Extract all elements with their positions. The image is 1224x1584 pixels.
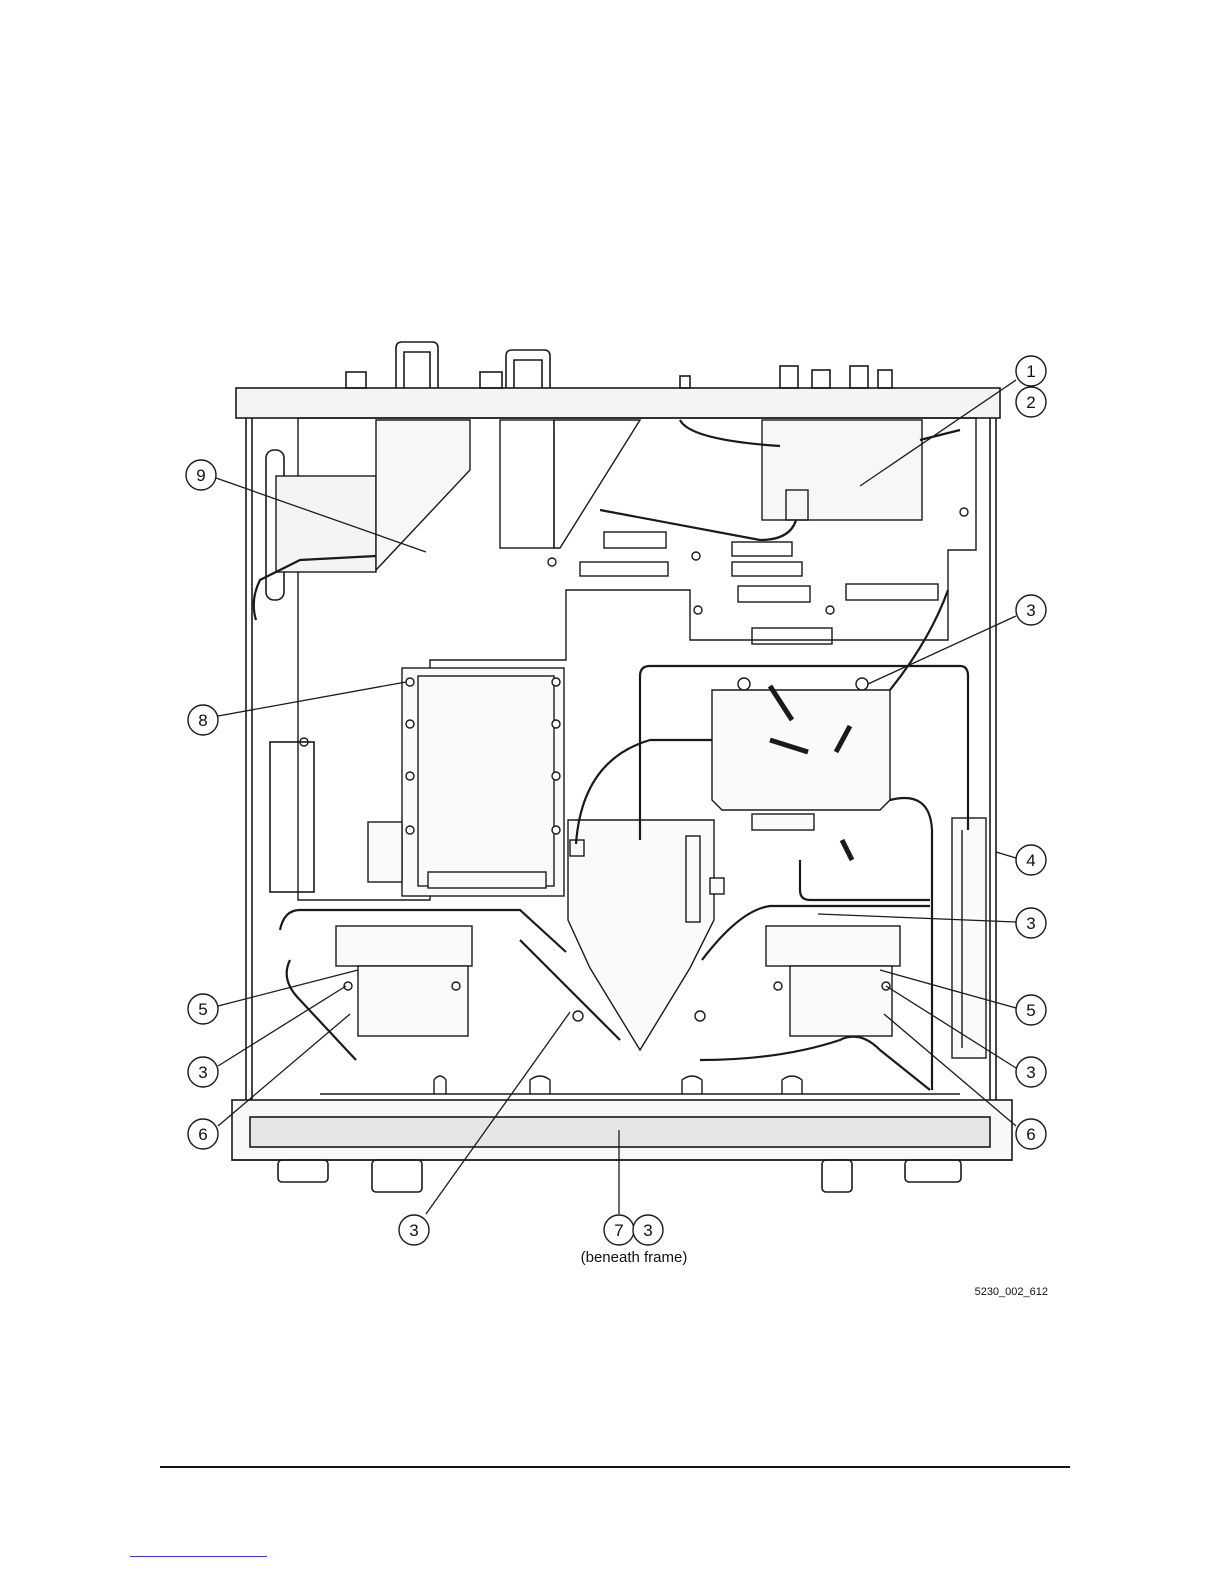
callout-label-5: 5 [1026,1001,1035,1020]
callout-label-3: 3 [1026,1063,1035,1082]
shielded-board [368,668,564,896]
callout-label-1: 1 [1026,362,1035,381]
beneath-frame-note: (beneath frame) [581,1249,688,1266]
bottom-slots [320,1076,960,1094]
callout-label-8: 8 [198,711,207,730]
callout-label-2: 2 [1026,393,1035,412]
callout-label-6: 6 [1026,1125,1035,1144]
footer-link-underline[interactable] [130,1556,267,1557]
callout-label-3: 3 [1026,601,1035,620]
callout-label-3: 3 [1026,914,1035,933]
callout-label-5: 5 [198,1000,207,1019]
figure-id-label: 5230_002_612 [975,1286,1048,1298]
callout-label-4: 4 [1026,851,1035,870]
callout-label-3: 3 [198,1063,207,1082]
page-footer-rule [160,1466,1070,1468]
central-board [568,820,724,1050]
callout-label-6: 6 [198,1125,207,1144]
callout-label-9: 9 [196,466,205,485]
coupler-block [712,678,890,860]
callout-label-3: 3 [409,1221,418,1240]
callout-label-7: 7 [614,1221,623,1240]
callout-label-3: 3 [643,1221,652,1240]
